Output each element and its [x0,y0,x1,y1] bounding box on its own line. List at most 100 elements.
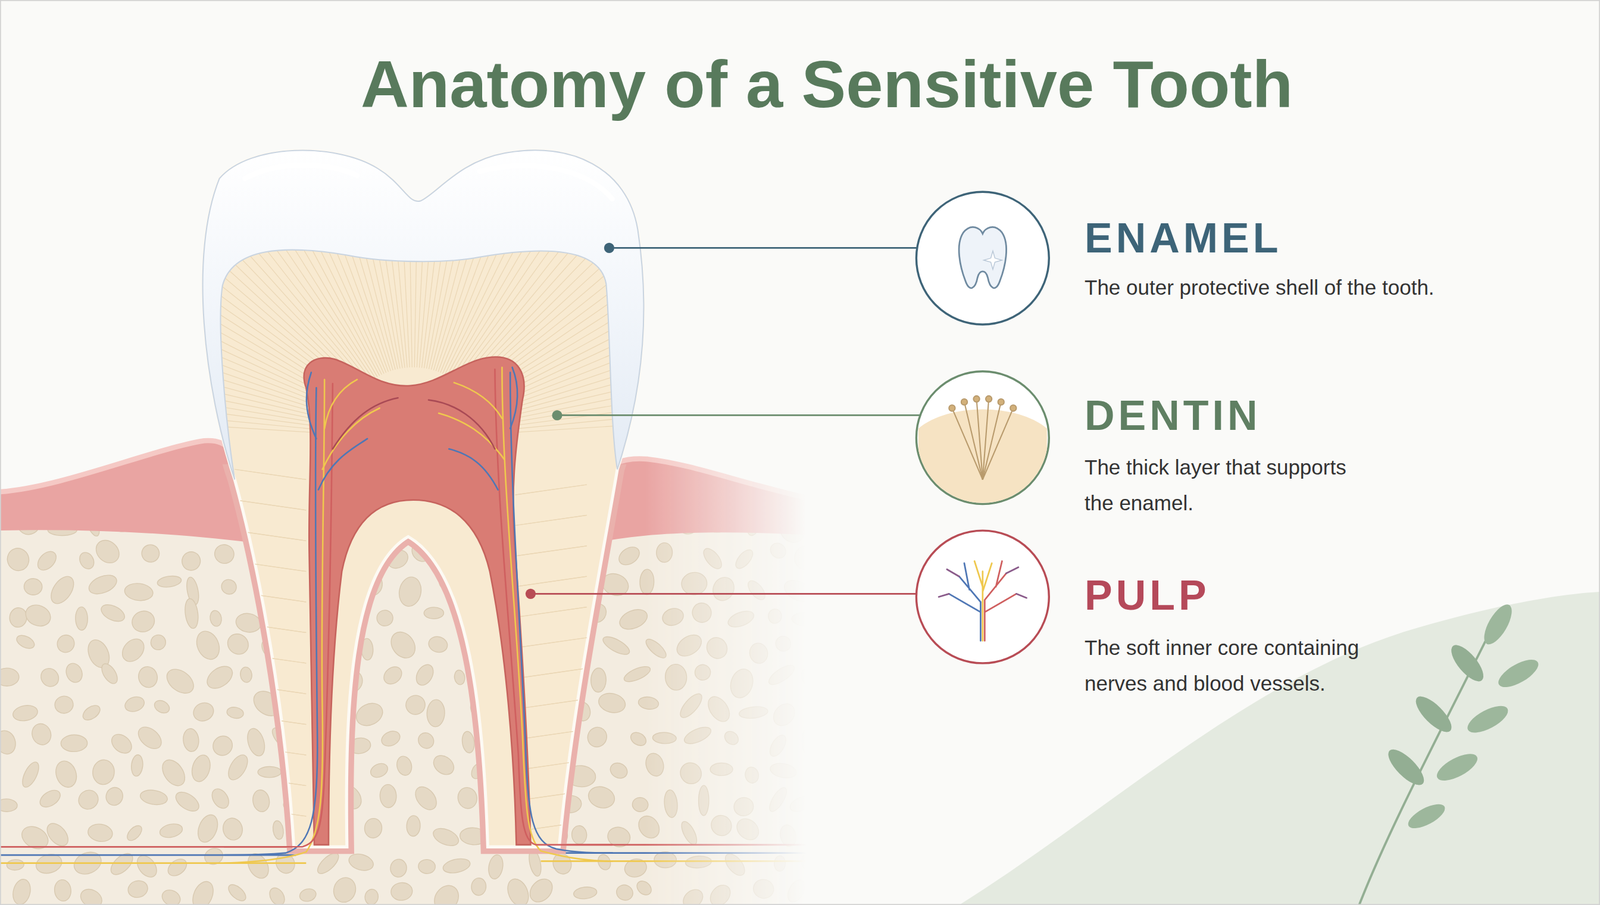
dentin-tubule [515,607,587,618]
bone-pore [639,569,655,595]
bone-pore [54,631,78,656]
bone-pore [379,727,403,749]
bone-pores [0,504,846,905]
bone-pore [571,825,588,845]
bone-pore [226,705,245,720]
bone-pore [680,570,709,596]
dentin-tubule [234,591,306,602]
bone-pore [660,605,686,628]
bone-pore [363,817,383,839]
bone-pore [402,692,429,718]
enamel-highlight [479,165,613,199]
bone-pore [721,850,749,879]
bone-pore [330,874,359,905]
bone-pore [42,819,73,850]
dentin-tubule [234,714,306,725]
bone-pore [183,597,200,630]
bone-pore [37,664,63,690]
bone-pore [643,751,667,778]
leader-lines [525,242,921,599]
bone-pore [663,789,679,818]
bone-pore [441,856,472,875]
dentin-tubule [234,744,306,755]
bone-pore [98,601,128,625]
bone-pore [767,608,782,624]
bone-pore [164,855,190,880]
bone-pore [257,766,282,778]
bone [0,510,817,905]
dentin-tubule [234,561,306,572]
bone-pore [429,751,458,778]
dentin-tubule [234,622,306,633]
bone-pore [417,858,436,875]
bone-pore [738,705,769,720]
bone-pore [130,754,145,777]
bone-pore [251,788,271,814]
bone-pore [426,698,446,727]
dentin-tubule [234,775,306,786]
bone-pore [634,811,664,843]
leaf-sprig [1358,600,1543,905]
dentin-tubule [77,405,343,432]
bone-pore [389,858,408,878]
dentin-tubule [515,545,587,556]
bone-pore [134,722,166,753]
bone-pore [60,734,88,752]
bone-pore [732,795,755,818]
bone-pore [769,761,798,780]
bone-pore [700,545,725,572]
part-description: The outer protective shell of the tooth. [1084,269,1561,306]
bone-pore [208,732,237,760]
bone-pore [23,577,43,596]
dentin-tubule [515,607,587,618]
bone-pore [76,550,97,572]
bone-pore [53,878,73,902]
bone-pore [727,666,757,701]
bone-pore [747,641,770,665]
dentin-tubule [515,637,587,648]
bone-pore [225,881,249,904]
part-description: The soft inner core containing nerves an… [1084,629,1371,702]
bone-pore [14,632,37,652]
dentin-tubule [234,530,306,541]
dentin-tubule [515,514,587,525]
bone-pore [91,535,124,568]
dentin-tubule [515,667,587,678]
bone-pore [654,851,677,868]
bone-pore [211,541,237,567]
bone-pore [52,757,80,790]
bone-pore [139,788,169,806]
bone-pore [455,785,480,811]
bone-pore [224,751,252,784]
bone-pore [772,632,795,655]
enamel-highlight [244,164,358,179]
bone-pore [91,758,116,786]
bone-pore [147,631,169,653]
bone-pore [63,660,86,685]
bone-pore [732,547,756,572]
tooth [77,101,750,863]
bone-pore [616,605,650,633]
bone-pore [80,702,103,723]
bone-pore [107,849,137,878]
bone-pore [453,669,467,686]
bone-pore [788,792,817,815]
dentin-tubule [79,394,343,430]
bone-pore [189,752,214,784]
bone-pore [430,825,462,850]
bone-pore [182,727,200,753]
bone-pore [298,886,318,903]
bone-pore [192,627,224,663]
bone-pore [596,690,627,715]
bone-pore [590,667,607,693]
nerve [541,860,817,862]
bone-pore [10,877,34,905]
bone-pore [107,730,136,757]
bone-pore [810,629,846,662]
bone-pore [708,573,738,605]
bone-pore [194,811,222,846]
bone-pore [726,607,757,630]
